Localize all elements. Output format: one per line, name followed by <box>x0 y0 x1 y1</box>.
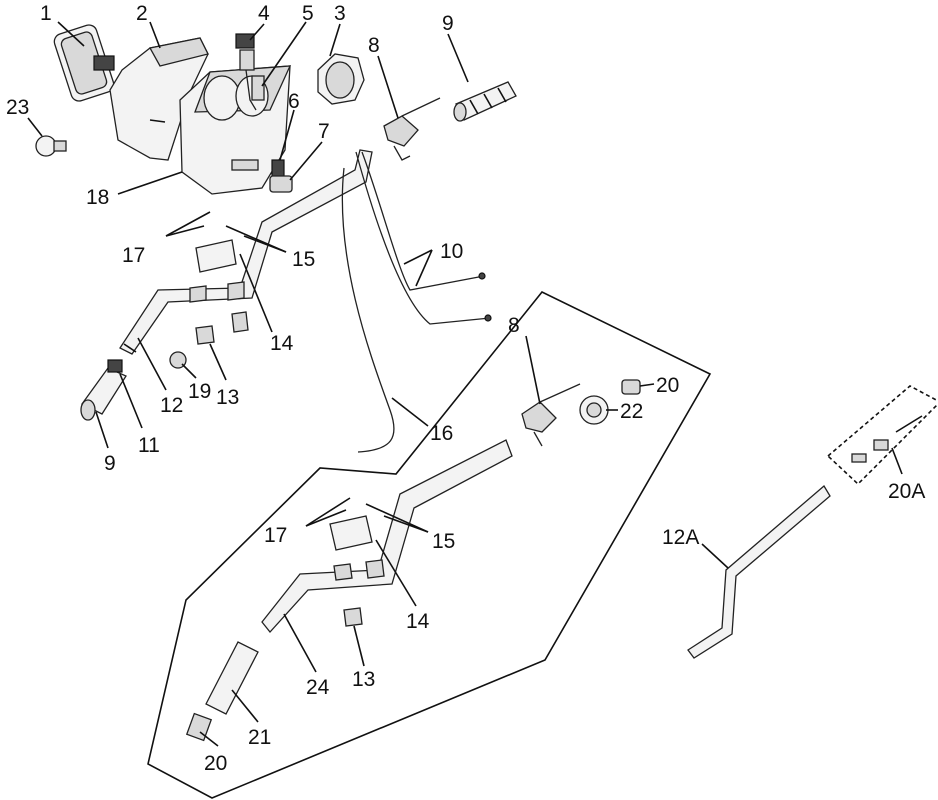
headlight-shell-part <box>109 37 209 161</box>
callout-7: 7 <box>318 120 330 143</box>
callout-13-lower: 13 <box>352 668 375 691</box>
callout-21: 21 <box>248 726 271 749</box>
leader-lines <box>27 21 903 747</box>
callout-12: 12 <box>160 394 183 417</box>
callout-8-lower: 8 <box>508 314 520 337</box>
bar-end-kit-part <box>826 385 938 486</box>
lower-throttle-part <box>521 379 641 447</box>
callout-17: 17 <box>122 244 145 267</box>
callout-6: 6 <box>288 90 300 113</box>
callout-20A: 20A <box>888 480 925 503</box>
callout-1: 1 <box>40 2 52 25</box>
switch-part <box>269 159 293 193</box>
callout-13: 13 <box>216 386 239 409</box>
connector-part <box>235 33 265 111</box>
callout-14: 14 <box>270 332 294 355</box>
variant-outline <box>147 291 712 799</box>
callout-14-lower: 14 <box>406 610 430 633</box>
callout-9-lower: 9 <box>104 452 116 475</box>
bulb-part <box>35 135 67 157</box>
lower-handlebar-part <box>261 439 513 634</box>
callout-23: 23 <box>6 96 29 119</box>
left-grip-part <box>80 351 187 421</box>
callout-10: 10 <box>440 240 463 263</box>
callout-2: 2 <box>136 2 148 25</box>
callout-19: 19 <box>188 380 211 403</box>
callout-9: 9 <box>442 12 454 35</box>
callout-17-lower: 17 <box>264 524 287 547</box>
callout-8: 8 <box>368 34 380 57</box>
alt-handlebar-part <box>687 485 831 659</box>
callout-18: 18 <box>86 186 109 209</box>
callout-20: 20 <box>656 374 679 397</box>
callout-15: 15 <box>292 248 315 271</box>
callout-22: 22 <box>620 400 643 423</box>
callout-3: 3 <box>334 2 346 25</box>
throttle-part <box>383 97 441 161</box>
callout-12A: 12A <box>662 526 699 549</box>
callout-4: 4 <box>258 2 270 25</box>
callout-24: 24 <box>306 676 330 699</box>
callout-20-lower: 20 <box>204 752 227 775</box>
callout-15-lower: 15 <box>432 530 455 553</box>
callout-11: 11 <box>138 434 160 457</box>
mirror-part <box>53 24 115 102</box>
grip-part <box>453 81 517 122</box>
lower-grip-part <box>185 641 259 742</box>
callout-5: 5 <box>302 2 314 25</box>
clamp-part <box>189 239 249 345</box>
callout-labels: 1 2 4 5 3 8 9 23 6 7 18 10 17 15 14 8 20… <box>6 2 925 775</box>
cable-part <box>341 151 492 453</box>
callout-16: 16 <box>430 422 453 445</box>
bezel-part <box>317 53 365 105</box>
